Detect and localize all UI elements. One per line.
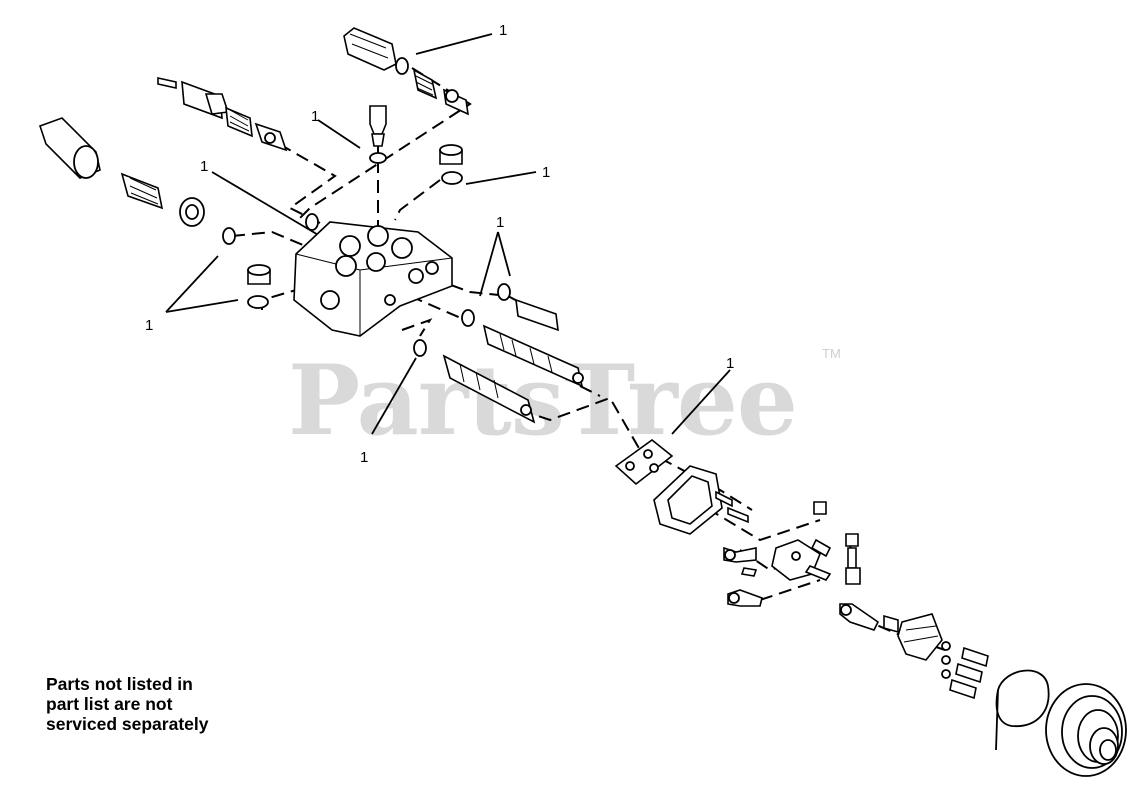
solenoid-cartridge (343, 27, 469, 116)
gasket-and-cover (614, 438, 749, 535)
callout-1-plug-left: 1 (145, 317, 153, 334)
clevis-pin-rod-end (839, 533, 899, 634)
linkage-bracket (723, 501, 832, 607)
check-valve-top (369, 105, 387, 164)
watermark-trademark: TM (822, 346, 841, 361)
spools (442, 298, 584, 424)
note-line-2: part list are not (46, 694, 173, 714)
callout-1-gasket: 1 (726, 355, 734, 372)
callout-1-body-o-ring: 1 (200, 158, 208, 175)
seal-loop-and-boot (995, 669, 1127, 777)
plug-right (439, 144, 463, 185)
callout-labels: 1 1 1 1 1 1 1 1 (145, 22, 734, 466)
callout-leader-lines (165, 33, 731, 435)
actuator-sleeve (38, 117, 236, 245)
valve-body (293, 221, 453, 337)
plug-left (247, 264, 271, 309)
callout-1-lower-o-ring: 1 (360, 449, 368, 466)
relief-valve-assembly (157, 77, 288, 152)
parts-note: Parts not listed in part list are not se… (46, 674, 276, 734)
note-line-3: serviced separately (46, 714, 209, 734)
note-line-1: Parts not listed in (46, 674, 193, 694)
o-rings (305, 213, 511, 357)
retainer-and-screws (897, 613, 989, 700)
callout-1-spool-o-rings: 1 (496, 214, 504, 231)
callout-1-check-valve: 1 (311, 108, 319, 125)
callout-1-solenoid: 1 (499, 22, 507, 39)
callout-1-plug-right: 1 (542, 164, 550, 181)
